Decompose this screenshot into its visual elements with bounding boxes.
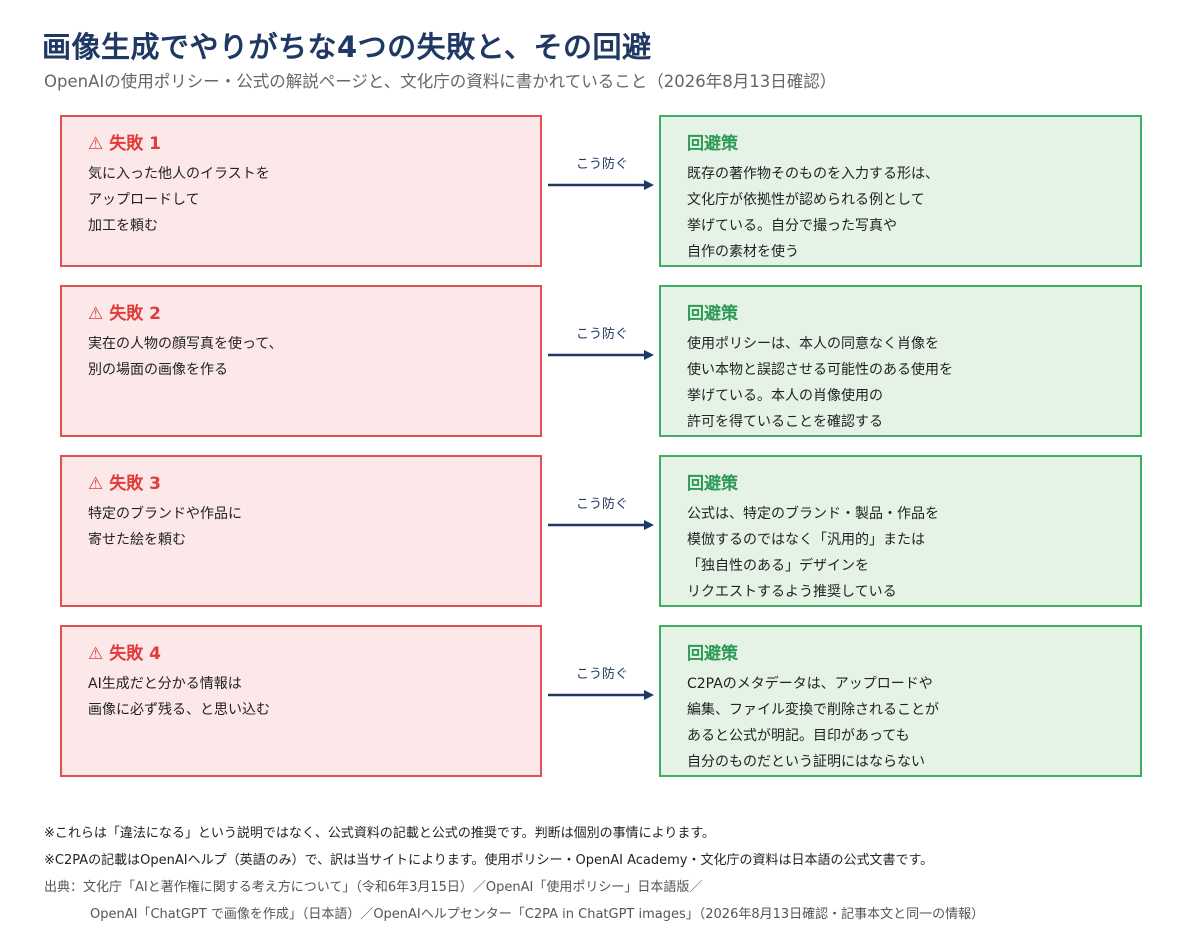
page-title: 画像生成でやりがちな4つの失敗と、その回避	[42, 30, 652, 64]
avoidance-box: 回避策 公式は、特定のブランド・製品・作品を模倣するのではなく「汎用的」または「…	[659, 455, 1142, 607]
avoidance-text: 既存の著作物そのものを入力する形は、文化庁が依拠性が認められる例として挙げている…	[687, 161, 939, 265]
source-line: 出典：文化庁「AIと著作権に関する考え方について」（令和6年3月15日）／Ope…	[44, 880, 703, 895]
avoidance-title: 回避策	[687, 304, 738, 324]
avoid-line: 挙げている。自分で撮った写真や	[687, 218, 897, 234]
failure-text: 実在の人物の顔写真を使って、別の場面の画像を作る	[88, 331, 283, 383]
warning-icon: ⚠	[88, 304, 104, 324]
note-line: ※C2PAの記載はOpenAIヘルプ（英語のみ）で、訳は当サイトによります。使用…	[44, 853, 934, 868]
failure-text: AI生成だと分かる情報は画像に必ず残る、と思い込む	[88, 671, 270, 723]
avoid-line: 使用ポリシーは、本人の同意なく肖像を	[687, 336, 939, 352]
connector: こう防ぐ	[548, 493, 654, 533]
avoidance-box: 回避策 使用ポリシーは、本人の同意なく肖像を使い本物と誤認させる可能性のある使用…	[659, 285, 1142, 437]
avoidance-title: 回避策	[687, 474, 738, 494]
connector-label: こう防ぐ	[576, 667, 629, 682]
fail-line: 別の場面の画像を作る	[88, 362, 228, 378]
warning-icon: ⚠	[88, 474, 104, 494]
avoid-line: 既存の著作物そのものを入力する形は、	[687, 166, 939, 182]
avoidance-text: 使用ポリシーは、本人の同意なく肖像を使い本物と誤認させる可能性のある使用を挙げて…	[687, 331, 953, 435]
failure-row: ⚠失敗 2 実在の人物の顔写真を使って、別の場面の画像を作る こう防ぐ 回避策 …	[60, 285, 1142, 437]
note-line: ※これらは「違法になる」という説明ではなく、公式資料の記載と公式の推奨です。判断…	[44, 826, 716, 841]
avoid-line: 許可を得ていることを確認する	[687, 414, 883, 430]
avoid-line: あると公式が明記。目印があっても	[687, 728, 910, 744]
failure-text: 特定のブランドや作品に寄せた絵を頼む	[88, 501, 242, 553]
failure-title: 失敗 1	[109, 134, 161, 154]
failure-row: ⚠失敗 3 特定のブランドや作品に寄せた絵を頼む こう防ぐ 回避策 公式は、特定…	[60, 455, 1142, 607]
failure-title: 失敗 2	[109, 304, 161, 324]
arrow-right-icon	[548, 180, 654, 190]
failure-heading: ⚠失敗 4	[88, 639, 161, 664]
fail-line: 特定のブランドや作品に	[88, 506, 242, 522]
arrow-right-icon	[548, 520, 654, 530]
connector-label: こう防ぐ	[576, 497, 629, 512]
avoid-line: 編集、ファイル変換で削除されることが	[687, 702, 939, 718]
arrow-right-icon	[548, 690, 654, 700]
avoidance-title: 回避策	[687, 134, 738, 154]
failure-box: ⚠失敗 1 気に入った他人のイラストをアップロードして加工を頼む	[60, 115, 542, 267]
failure-box: ⚠失敗 2 実在の人物の顔写真を使って、別の場面の画像を作る	[60, 285, 542, 437]
connector: こう防ぐ	[548, 323, 654, 363]
fail-line: アップロードして	[88, 192, 200, 208]
avoidance-text: C2PAのメタデータは、アップロードや編集、ファイル変換で削除されることがあると…	[687, 671, 939, 775]
failure-row: ⚠失敗 4 AI生成だと分かる情報は画像に必ず残る、と思い込む こう防ぐ 回避策…	[60, 625, 1142, 777]
connector-label: こう防ぐ	[576, 157, 629, 172]
avoid-line: 「独自性のある」デザインを	[687, 558, 869, 574]
avoidance-title: 回避策	[687, 644, 738, 664]
failure-heading: ⚠失敗 3	[88, 469, 161, 494]
failure-text: 気に入った他人のイラストをアップロードして加工を頼む	[88, 161, 270, 239]
failure-box: ⚠失敗 4 AI生成だと分かる情報は画像に必ず残る、と思い込む	[60, 625, 542, 777]
footnotes: ※これらは「違法になる」という説明ではなく、公式資料の記載と公式の推奨です。判断…	[44, 820, 984, 928]
page-subtitle: OpenAIの使用ポリシー・公式の解説ページと、文化庁の資料に書かれていること（…	[44, 72, 837, 91]
avoid-line: リクエストするよう推奨している	[687, 584, 897, 600]
failure-heading: ⚠失敗 1	[88, 129, 161, 154]
failure-box: ⚠失敗 3 特定のブランドや作品に寄せた絵を頼む	[60, 455, 542, 607]
fail-line: 加工を頼む	[88, 218, 158, 234]
source-line: OpenAI「ChatGPT で画像を作成」（日本語）／OpenAIヘルプセンタ…	[90, 907, 985, 922]
connector: こう防ぐ	[548, 153, 654, 193]
failure-heading: ⚠失敗 2	[88, 299, 161, 324]
warning-icon: ⚠	[88, 644, 104, 664]
avoid-line: 自作の素材を使う	[687, 244, 799, 260]
avoidance-box: 回避策 既存の著作物そのものを入力する形は、文化庁が依拠性が認められる例として挙…	[659, 115, 1142, 267]
avoid-line: C2PAのメタデータは、アップロードや	[687, 676, 933, 692]
fail-line: AI生成だと分かる情報は	[88, 676, 242, 692]
failure-title: 失敗 4	[109, 644, 161, 664]
fail-line: 実在の人物の顔写真を使って、	[88, 336, 283, 352]
fail-line: 画像に必ず残る、と思い込む	[88, 702, 270, 718]
avoidance-box: 回避策 C2PAのメタデータは、アップロードや編集、ファイル変換で削除されること…	[659, 625, 1142, 777]
failure-row: ⚠失敗 1 気に入った他人のイラストをアップロードして加工を頼む こう防ぐ 回避…	[60, 115, 1142, 267]
failure-title: 失敗 3	[109, 474, 161, 494]
avoid-line: 公式は、特定のブランド・製品・作品を	[687, 506, 939, 522]
connector-label: こう防ぐ	[576, 327, 629, 342]
avoid-line: 自分のものだという証明にはならない	[687, 754, 925, 770]
warning-icon: ⚠	[88, 134, 104, 154]
connector: こう防ぐ	[548, 663, 654, 703]
avoidance-text: 公式は、特定のブランド・製品・作品を模倣するのではなく「汎用的」または「独自性の…	[687, 501, 939, 605]
avoid-line: 文化庁が依拠性が認められる例として	[687, 192, 925, 208]
fail-line: 寄せた絵を頼む	[88, 532, 186, 548]
avoid-line: 使い本物と誤認させる可能性のある使用を	[687, 362, 953, 378]
avoid-line: 挙げている。本人の肖像使用の	[687, 388, 883, 404]
avoid-line: 模倣するのではなく「汎用的」または	[687, 532, 925, 548]
arrow-right-icon	[548, 350, 654, 360]
fail-line: 気に入った他人のイラストを	[88, 166, 270, 182]
